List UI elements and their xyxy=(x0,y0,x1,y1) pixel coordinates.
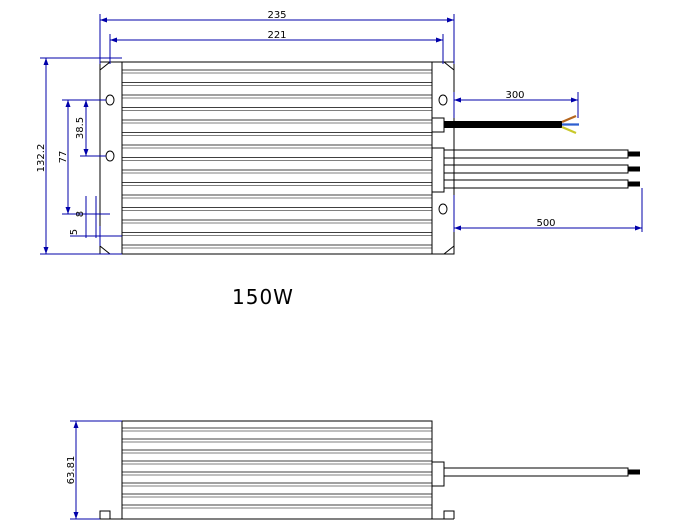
housing-fins xyxy=(122,69,432,249)
cable-gland-output xyxy=(431,147,445,193)
dim-label-side-height: 63.81 xyxy=(66,456,77,485)
dim-label-overall-height: 132.2 xyxy=(36,144,47,173)
dim-label-hole-offset: 8 xyxy=(75,211,86,217)
side-housing-body xyxy=(121,420,433,520)
top-view: 235 221 300 500 132.2 xyxy=(36,10,643,309)
left-mounting-flange xyxy=(99,61,123,255)
output-wires xyxy=(443,149,640,189)
dim-label-output-cable: 500 xyxy=(536,218,555,229)
mounting-hole-right-top xyxy=(438,94,448,106)
power-rating-label: 150W xyxy=(232,285,294,309)
dim-label-input-cable: 300 xyxy=(505,90,524,101)
input-cable xyxy=(444,114,579,135)
dimension-body-width: 221 xyxy=(109,30,444,64)
dim-label-edge-offset: 5 xyxy=(69,229,80,235)
mounting-hole-left-top xyxy=(105,94,115,106)
dimension-input-cable: 300 xyxy=(453,90,579,118)
dimension-output-cable: 500 xyxy=(453,188,643,232)
dimension-overall-height: 132.2 xyxy=(36,57,122,255)
side-base-flange xyxy=(99,510,455,520)
side-cable-gland xyxy=(431,461,445,487)
dim-label-mount-span: 77 xyxy=(58,151,69,164)
mounting-hole-right-bottom xyxy=(438,203,448,215)
side-housing-fins xyxy=(122,427,432,509)
dimension-hole-spacing: 38.5 xyxy=(75,99,106,157)
cable-gland-input xyxy=(431,117,445,133)
dim-label-hole-spacing: 38.5 xyxy=(75,117,86,139)
dimension-side-height: 63.81 xyxy=(66,420,122,520)
side-cable xyxy=(443,467,629,477)
dimension-overall-width: 235 xyxy=(99,10,455,64)
dim-label-overall-width: 235 xyxy=(267,10,286,21)
mounting-hole-left-bottom xyxy=(105,150,115,162)
side-view: 63.81 xyxy=(66,420,640,520)
housing-body xyxy=(121,61,433,255)
dimension-hole-offset: 8 xyxy=(75,196,110,238)
dim-label-body-width: 221 xyxy=(267,30,286,41)
side-cable-tip xyxy=(628,469,640,475)
dimension-edge-offset: 5 xyxy=(69,226,122,246)
